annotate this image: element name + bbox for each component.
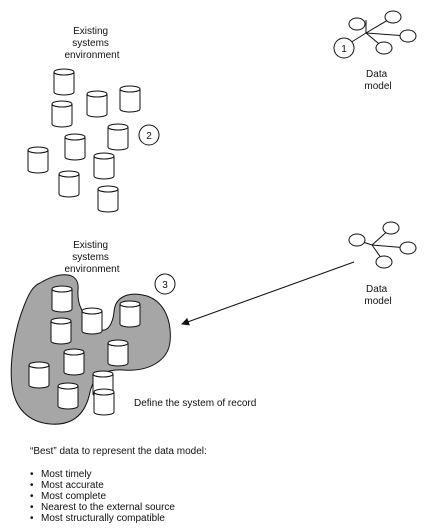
database-cylinder-icon	[119, 300, 141, 328]
top-database-cylinders	[27, 68, 141, 213]
svg-text:3: 3	[162, 280, 168, 291]
best-data-criteria: “Best” data to represent the data model:…	[26, 446, 426, 524]
top-env-label: Existing systems environment	[64, 26, 119, 61]
bottom-env-label: Existing systems environment	[64, 240, 119, 275]
database-cylinder-icon	[97, 185, 119, 213]
criteria-item: Most structurally compatible	[26, 513, 426, 524]
data-model-graph-top	[341, 10, 417, 55]
criteria-item: Most timely	[26, 469, 426, 480]
step-marker-2: 2	[138, 124, 160, 146]
svg-text:1: 1	[341, 44, 347, 55]
step-marker-1: 1	[333, 37, 355, 59]
criteria-intro: “Best” data to represent the data model:	[30, 446, 207, 457]
system-of-record-label: Define the system of record	[134, 398, 256, 409]
database-cylinder-icon	[50, 317, 72, 345]
database-cylinder-icon	[51, 100, 73, 128]
bottom-data-model-label: Data model	[364, 284, 391, 307]
criteria-item: Most accurate	[26, 480, 426, 491]
database-cylinder-icon	[107, 123, 129, 151]
top-data-model-label: Data model	[364, 69, 391, 92]
mapping-arrow	[181, 261, 355, 326]
database-cylinder-icon	[81, 307, 103, 335]
database-cylinder-icon	[64, 133, 86, 161]
criteria-item: Most complete	[26, 491, 426, 502]
database-cylinder-icon	[27, 146, 49, 174]
database-cylinder-icon	[93, 152, 115, 180]
database-cylinder-icon	[119, 85, 141, 113]
criteria-list: Most timely Most accurate Most complete …	[26, 469, 426, 524]
data-model-graph-bottom	[348, 221, 417, 269]
database-cylinder-icon	[57, 382, 79, 410]
database-cylinder-icon	[107, 339, 129, 367]
database-cylinder-icon	[53, 68, 75, 96]
database-cylinder-icon	[51, 285, 73, 313]
database-cylinder-icon	[86, 90, 108, 118]
svg-text:2: 2	[146, 131, 152, 142]
bottom-database-cylinders	[28, 285, 141, 416]
database-cylinder-icon	[93, 388, 115, 416]
database-cylinder-icon	[63, 348, 85, 376]
criteria-item: Nearest to the external source	[26, 502, 426, 513]
database-cylinder-icon	[28, 361, 50, 389]
database-cylinder-icon	[58, 170, 80, 198]
step-marker-3: 3	[154, 273, 176, 295]
